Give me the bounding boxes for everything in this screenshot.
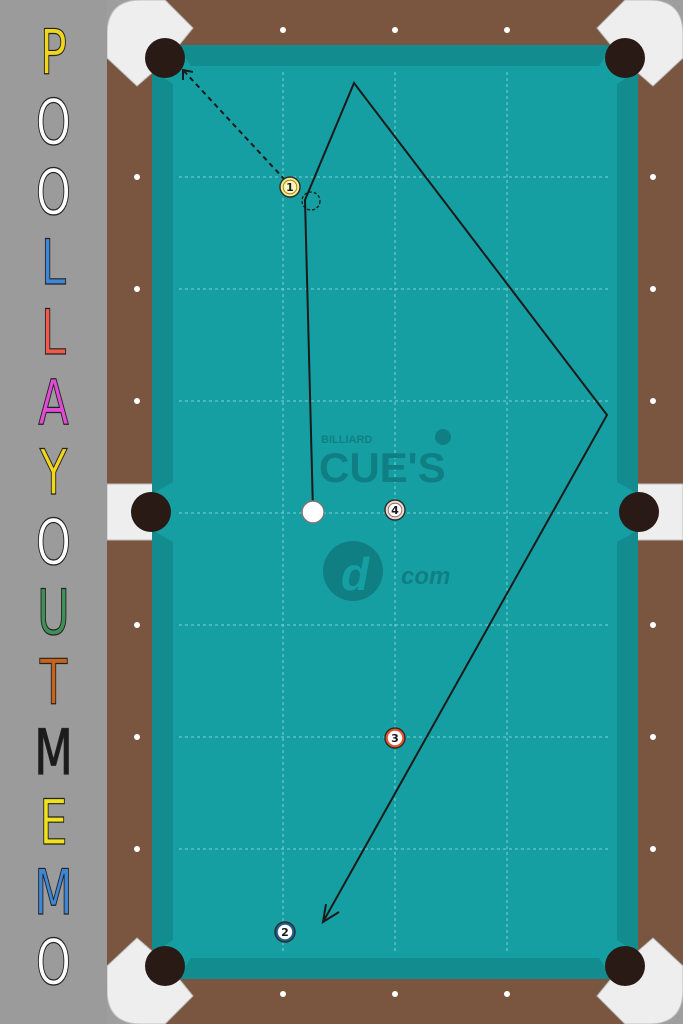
diamond-marker [650, 734, 656, 740]
title-letter: L [41, 296, 67, 369]
diamond-marker [650, 622, 656, 628]
ball-1[interactable]: 1 [279, 176, 301, 198]
title-letter: A [38, 366, 69, 439]
diamond-marker [280, 991, 286, 997]
pocket-top-right [605, 38, 645, 78]
cue-ball-path [303, 81, 609, 923]
cushions [152, 45, 638, 979]
title-letter: P [40, 16, 68, 89]
diamond-marker [504, 27, 510, 33]
diamond-marker [134, 286, 140, 292]
ball-number-spot [387, 730, 403, 746]
ball-number-spot [277, 924, 293, 940]
logo-small-text: BILLIARD [321, 434, 372, 446]
ball-2[interactable]: 2 [274, 921, 296, 943]
ball-3[interactable]: 3 [384, 727, 406, 749]
ball-4[interactable]: 4 [384, 499, 406, 521]
rail-diamonds [134, 27, 656, 997]
title-letter: T [39, 646, 68, 719]
diamond-marker [504, 991, 510, 997]
pocket-side-left [131, 492, 171, 532]
ball-body [301, 500, 325, 524]
title-letter: U [37, 576, 71, 649]
diamond-marker [650, 398, 656, 404]
direction-arrowhead [182, 68, 194, 80]
object-ball-direction [182, 69, 286, 181]
pool-table[interactable]: BILLIARD CUE'S com d 1 2 3 4 [107, 0, 683, 1024]
diamond-marker [134, 398, 140, 404]
cue-ball[interactable] [301, 500, 325, 524]
title-letter: L [41, 226, 67, 299]
pocket-top-left [145, 38, 185, 78]
ball-number-spot [387, 502, 403, 518]
ball-number: 1 [286, 181, 294, 194]
pocket-bottom-left [145, 946, 185, 986]
diamond-marker [134, 174, 140, 180]
ghost-ball [301, 191, 321, 211]
diamond-marker [650, 286, 656, 292]
diamond-marker [650, 174, 656, 180]
diamond-marker [392, 991, 398, 997]
title-letter: M [34, 856, 73, 929]
diamond-marker [392, 27, 398, 33]
title-letter: O [35, 156, 72, 229]
logo-ball-icon [435, 429, 451, 445]
title-letter: Y [39, 436, 68, 509]
diamond-marker [280, 27, 286, 33]
title-letter: M [34, 716, 73, 789]
logo-domain-text: com [401, 563, 450, 590]
title-letter: O [35, 506, 72, 579]
diamond-marker [134, 622, 140, 628]
pocket-side-right [619, 492, 659, 532]
logo-main-text: CUE'S [319, 444, 446, 491]
pockets [131, 38, 659, 986]
title-letter: E [39, 786, 68, 859]
pocket-bottom-right [605, 946, 645, 986]
ball-number: 3 [391, 732, 399, 745]
ball-number: 2 [281, 926, 289, 939]
logo-d-letter: d [341, 548, 370, 600]
title-letter: O [35, 926, 72, 999]
diamond-marker [134, 734, 140, 740]
balls[interactable]: 1 2 3 4 [274, 176, 406, 943]
ball-number: 4 [391, 504, 399, 517]
diamond-marker [650, 846, 656, 852]
ball-number-spot [282, 179, 298, 195]
path-arrowhead [321, 903, 340, 925]
table-logo: BILLIARD CUE'S com [319, 429, 451, 601]
diamond-marker [134, 846, 140, 852]
logo-d-icon [323, 541, 383, 601]
title-letter: O [35, 86, 72, 159]
